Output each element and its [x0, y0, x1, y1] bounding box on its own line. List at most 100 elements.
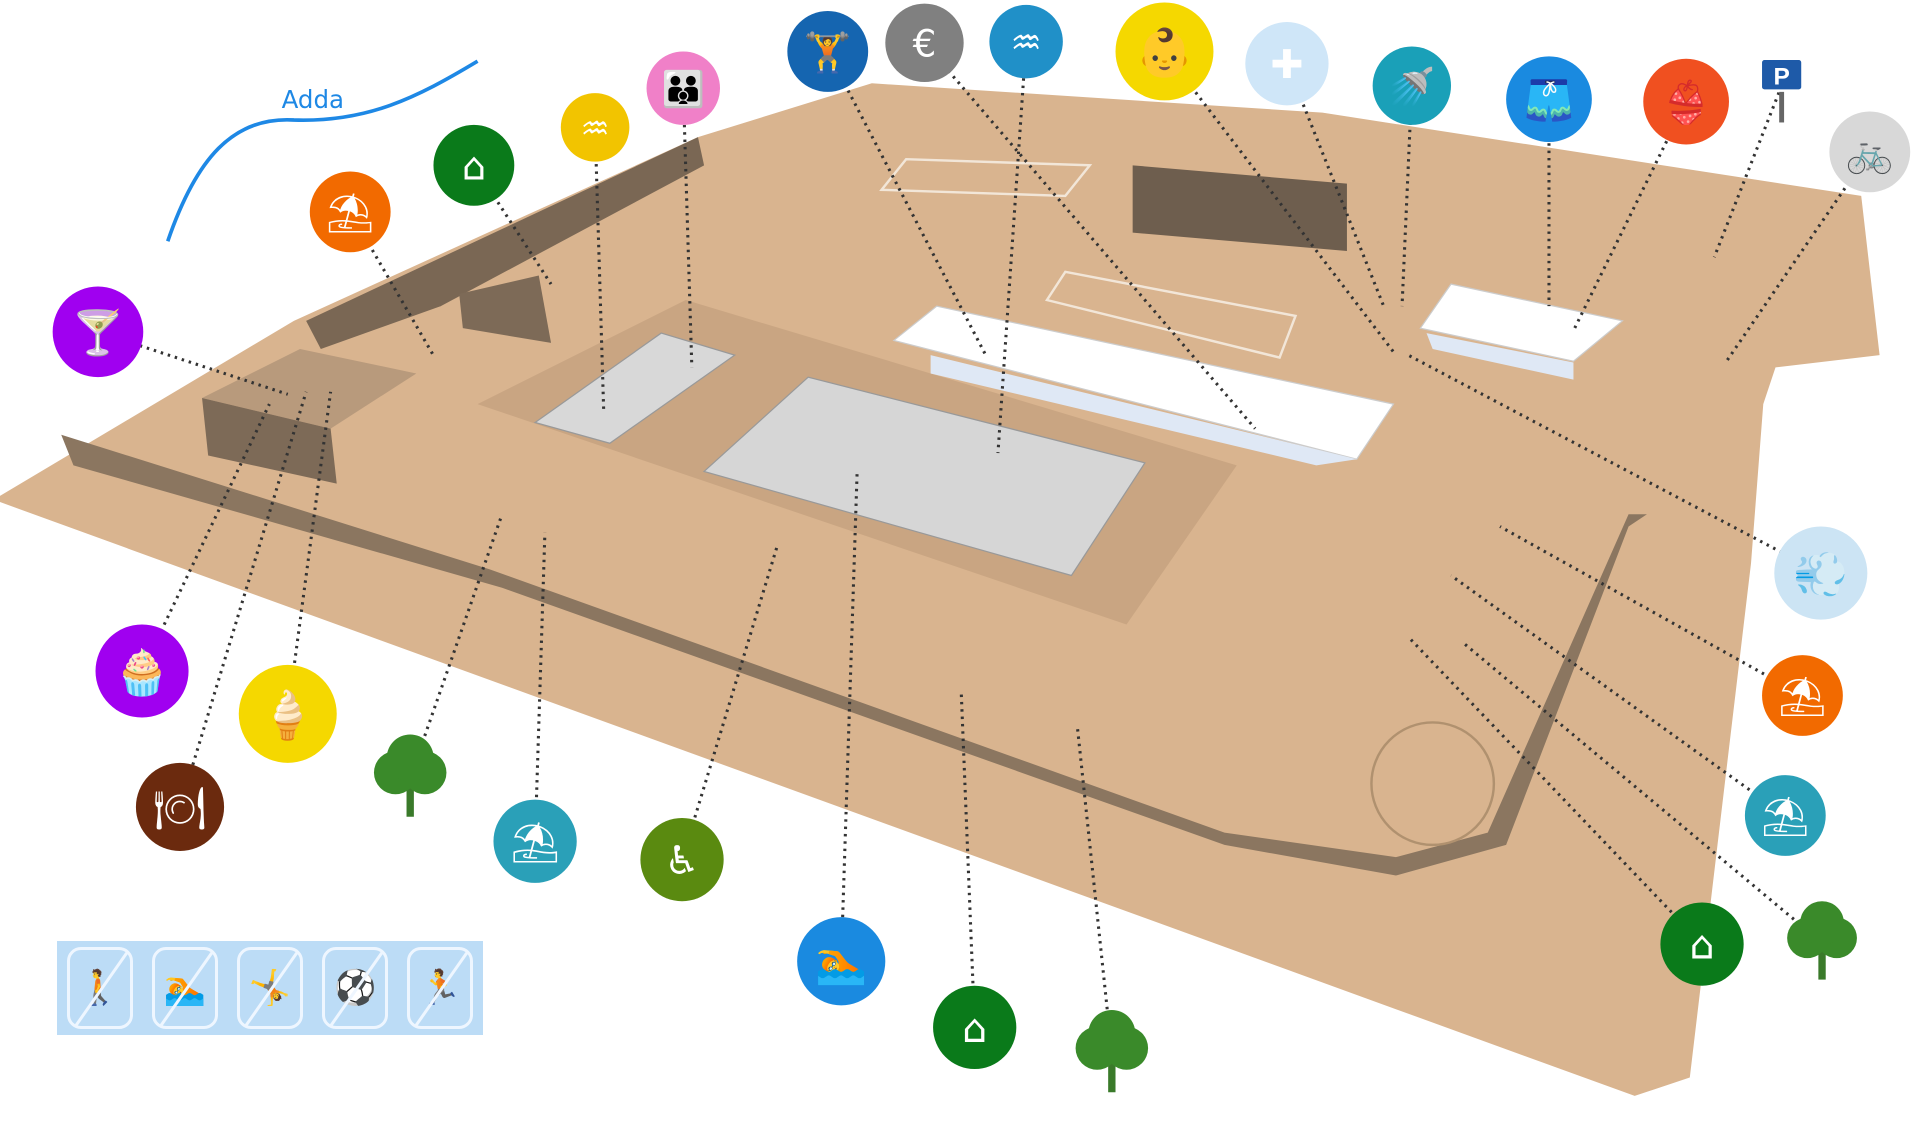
cupcake-icon[interactable]: 🧁: [95, 624, 189, 718]
leader-line: [140, 403, 271, 672]
building-left-side: [202, 397, 337, 484]
poi-markers: 🍸 ⛱ ⌂ ♒ 👪 🏋 € ♒ 👶 ✚ 🚿 🩳 👙 P 🚲 💨 ⛱ ⛱ ⌂ 🧁 🍦 🍽 ⛱ ♿ 🏊 ⌂: [52, 2, 1911, 1093]
no-ball-games-icon: ⚽: [322, 947, 389, 1029]
svg-text:P: P: [1773, 64, 1789, 91]
deckchair-icon[interactable]: ⌂: [933, 985, 1017, 1069]
fitness-icon[interactable]: 🏋: [787, 11, 869, 92]
svg-text:€: €: [913, 22, 937, 66]
main-pool: [702, 376, 1146, 577]
svg-text:⛱: ⛱: [326, 191, 375, 236]
leader-line: [996, 41, 1028, 454]
hairdryer-icon[interactable]: 💨: [1774, 526, 1868, 620]
leader-line: [1076, 728, 1114, 1054]
svg-text:🏋: 🏋: [804, 31, 852, 76]
leader-line: [408, 513, 504, 779]
leader-lines: [97, 41, 1872, 1054]
leader-line: [1163, 50, 1398, 357]
deckchair-icon[interactable]: ⌂: [1660, 902, 1744, 986]
parking-sign-icon[interactable]: P: [1759, 57, 1804, 123]
restaurant-icon[interactable]: 🍽: [135, 762, 225, 852]
svg-text:🍽: 🍽: [153, 783, 206, 832]
service-roof: [1419, 283, 1624, 362]
first-aid-lifebuoy-icon[interactable]: ✚: [1245, 22, 1329, 106]
dark-block: [1132, 165, 1347, 252]
shower-icon[interactable]: 🚿: [1372, 46, 1452, 125]
svg-text:👙: 👙: [1661, 78, 1712, 127]
service-facade: [1426, 333, 1574, 380]
svg-text:🚲: 🚲: [1846, 131, 1894, 176]
tree-icon[interactable]: [1075, 1009, 1149, 1093]
lifeguard-pool-icon[interactable]: ♒: [989, 4, 1063, 79]
no-running-icon: 🏃: [407, 947, 474, 1029]
site-ground: [0, 83, 1880, 1096]
beach-umbrella-icon[interactable]: ⛱: [1762, 655, 1843, 736]
leader-line: [680, 544, 780, 861]
parent-child-icon[interactable]: 👪: [646, 51, 720, 125]
beach-umbrella-icon[interactable]: ⛱: [309, 171, 391, 253]
swim-shorts-icon[interactable]: 🩳: [1506, 56, 1592, 143]
leader-line: [681, 88, 694, 368]
umbrella-lounger-icon[interactable]: ⛱: [1744, 775, 1826, 856]
parking-lines: [879, 157, 1298, 360]
svg-text:💨: 💨: [1793, 549, 1848, 600]
svg-text:♿: ♿: [664, 838, 699, 884]
terrace-block: [459, 275, 552, 343]
svg-text:⛱: ⛱: [510, 820, 560, 866]
small-pool: [533, 332, 737, 444]
north-wall: [306, 137, 705, 349]
svg-text:🚿: 🚿: [1389, 64, 1435, 108]
no-underwater-swimming-icon: 🏊: [151, 947, 218, 1029]
waiter-bar-icon[interactable]: 🍸: [52, 286, 144, 378]
svg-text:🏊: 🏊: [815, 938, 867, 987]
leader-line: [959, 691, 977, 1028]
leader-line: [1725, 150, 1872, 363]
bicycle-icon[interactable]: 🚲: [1829, 111, 1911, 193]
leader-line: [1712, 85, 1784, 258]
play-area-circle: [1370, 721, 1496, 847]
svg-text:✚: ✚: [1270, 42, 1303, 88]
svg-text:⌂: ⌂: [962, 1006, 987, 1052]
svg-text:⌂: ⌂: [1689, 923, 1714, 969]
leader-line: [839, 471, 859, 962]
leader-line: [348, 211, 437, 359]
river-label: Adda: [282, 85, 344, 114]
no-pushing-icon: 🚶: [66, 947, 133, 1029]
perimeter-wall: [61, 434, 1647, 876]
svg-text:⛱: ⛱: [1761, 795, 1810, 840]
svg-text:⛱: ⛱: [1778, 675, 1827, 720]
svg-text:🩳: 🩳: [1524, 76, 1575, 124]
svg-text:♒: ♒: [1010, 23, 1041, 63]
svg-text:🍦: 🍦: [259, 688, 317, 742]
leader-line: [286, 391, 333, 715]
leader-line: [178, 391, 308, 808]
river-adda-line: [166, 59, 479, 242]
leader-line: [533, 532, 547, 842]
leader-line: [826, 50, 988, 356]
svg-text:👶: 👶: [1136, 26, 1194, 80]
wheelchair-access-icon[interactable]: ♿: [640, 817, 724, 902]
baby-changing-icon[interactable]: 👶: [1115, 2, 1214, 101]
changing-facade: [930, 355, 1357, 466]
svg-text:👪: 👪: [662, 69, 705, 110]
cash-payment-icon[interactable]: €: [885, 3, 964, 83]
pool-rules-panel: 🚶🏊🤸⚽🏃: [57, 941, 483, 1035]
svg-text:🧁: 🧁: [115, 646, 170, 698]
tree-icon[interactable]: [1787, 901, 1857, 980]
building-left: [202, 348, 417, 429]
bikini-icon[interactable]: 👙: [1643, 58, 1729, 145]
changing-roof: [892, 305, 1395, 460]
svg-text:⌂: ⌂: [462, 144, 486, 189]
svg-text:♒: ♒: [581, 109, 610, 147]
ice-cream-icon[interactable]: 🍦: [238, 664, 337, 763]
tree-icon[interactable]: [373, 734, 447, 817]
swimming-icon[interactable]: 🏊: [797, 917, 886, 1006]
umbrella-lounger-icon[interactable]: ⛱: [493, 799, 577, 883]
svg-text:🍸: 🍸: [71, 307, 125, 359]
no-diving-icon: 🤸: [236, 947, 303, 1029]
kids-pool-icon[interactable]: ♒: [560, 93, 630, 162]
leader-line: [1499, 525, 1804, 697]
leader-line: [1407, 635, 1704, 946]
deckchair-icon[interactable]: ⌂: [433, 124, 515, 206]
